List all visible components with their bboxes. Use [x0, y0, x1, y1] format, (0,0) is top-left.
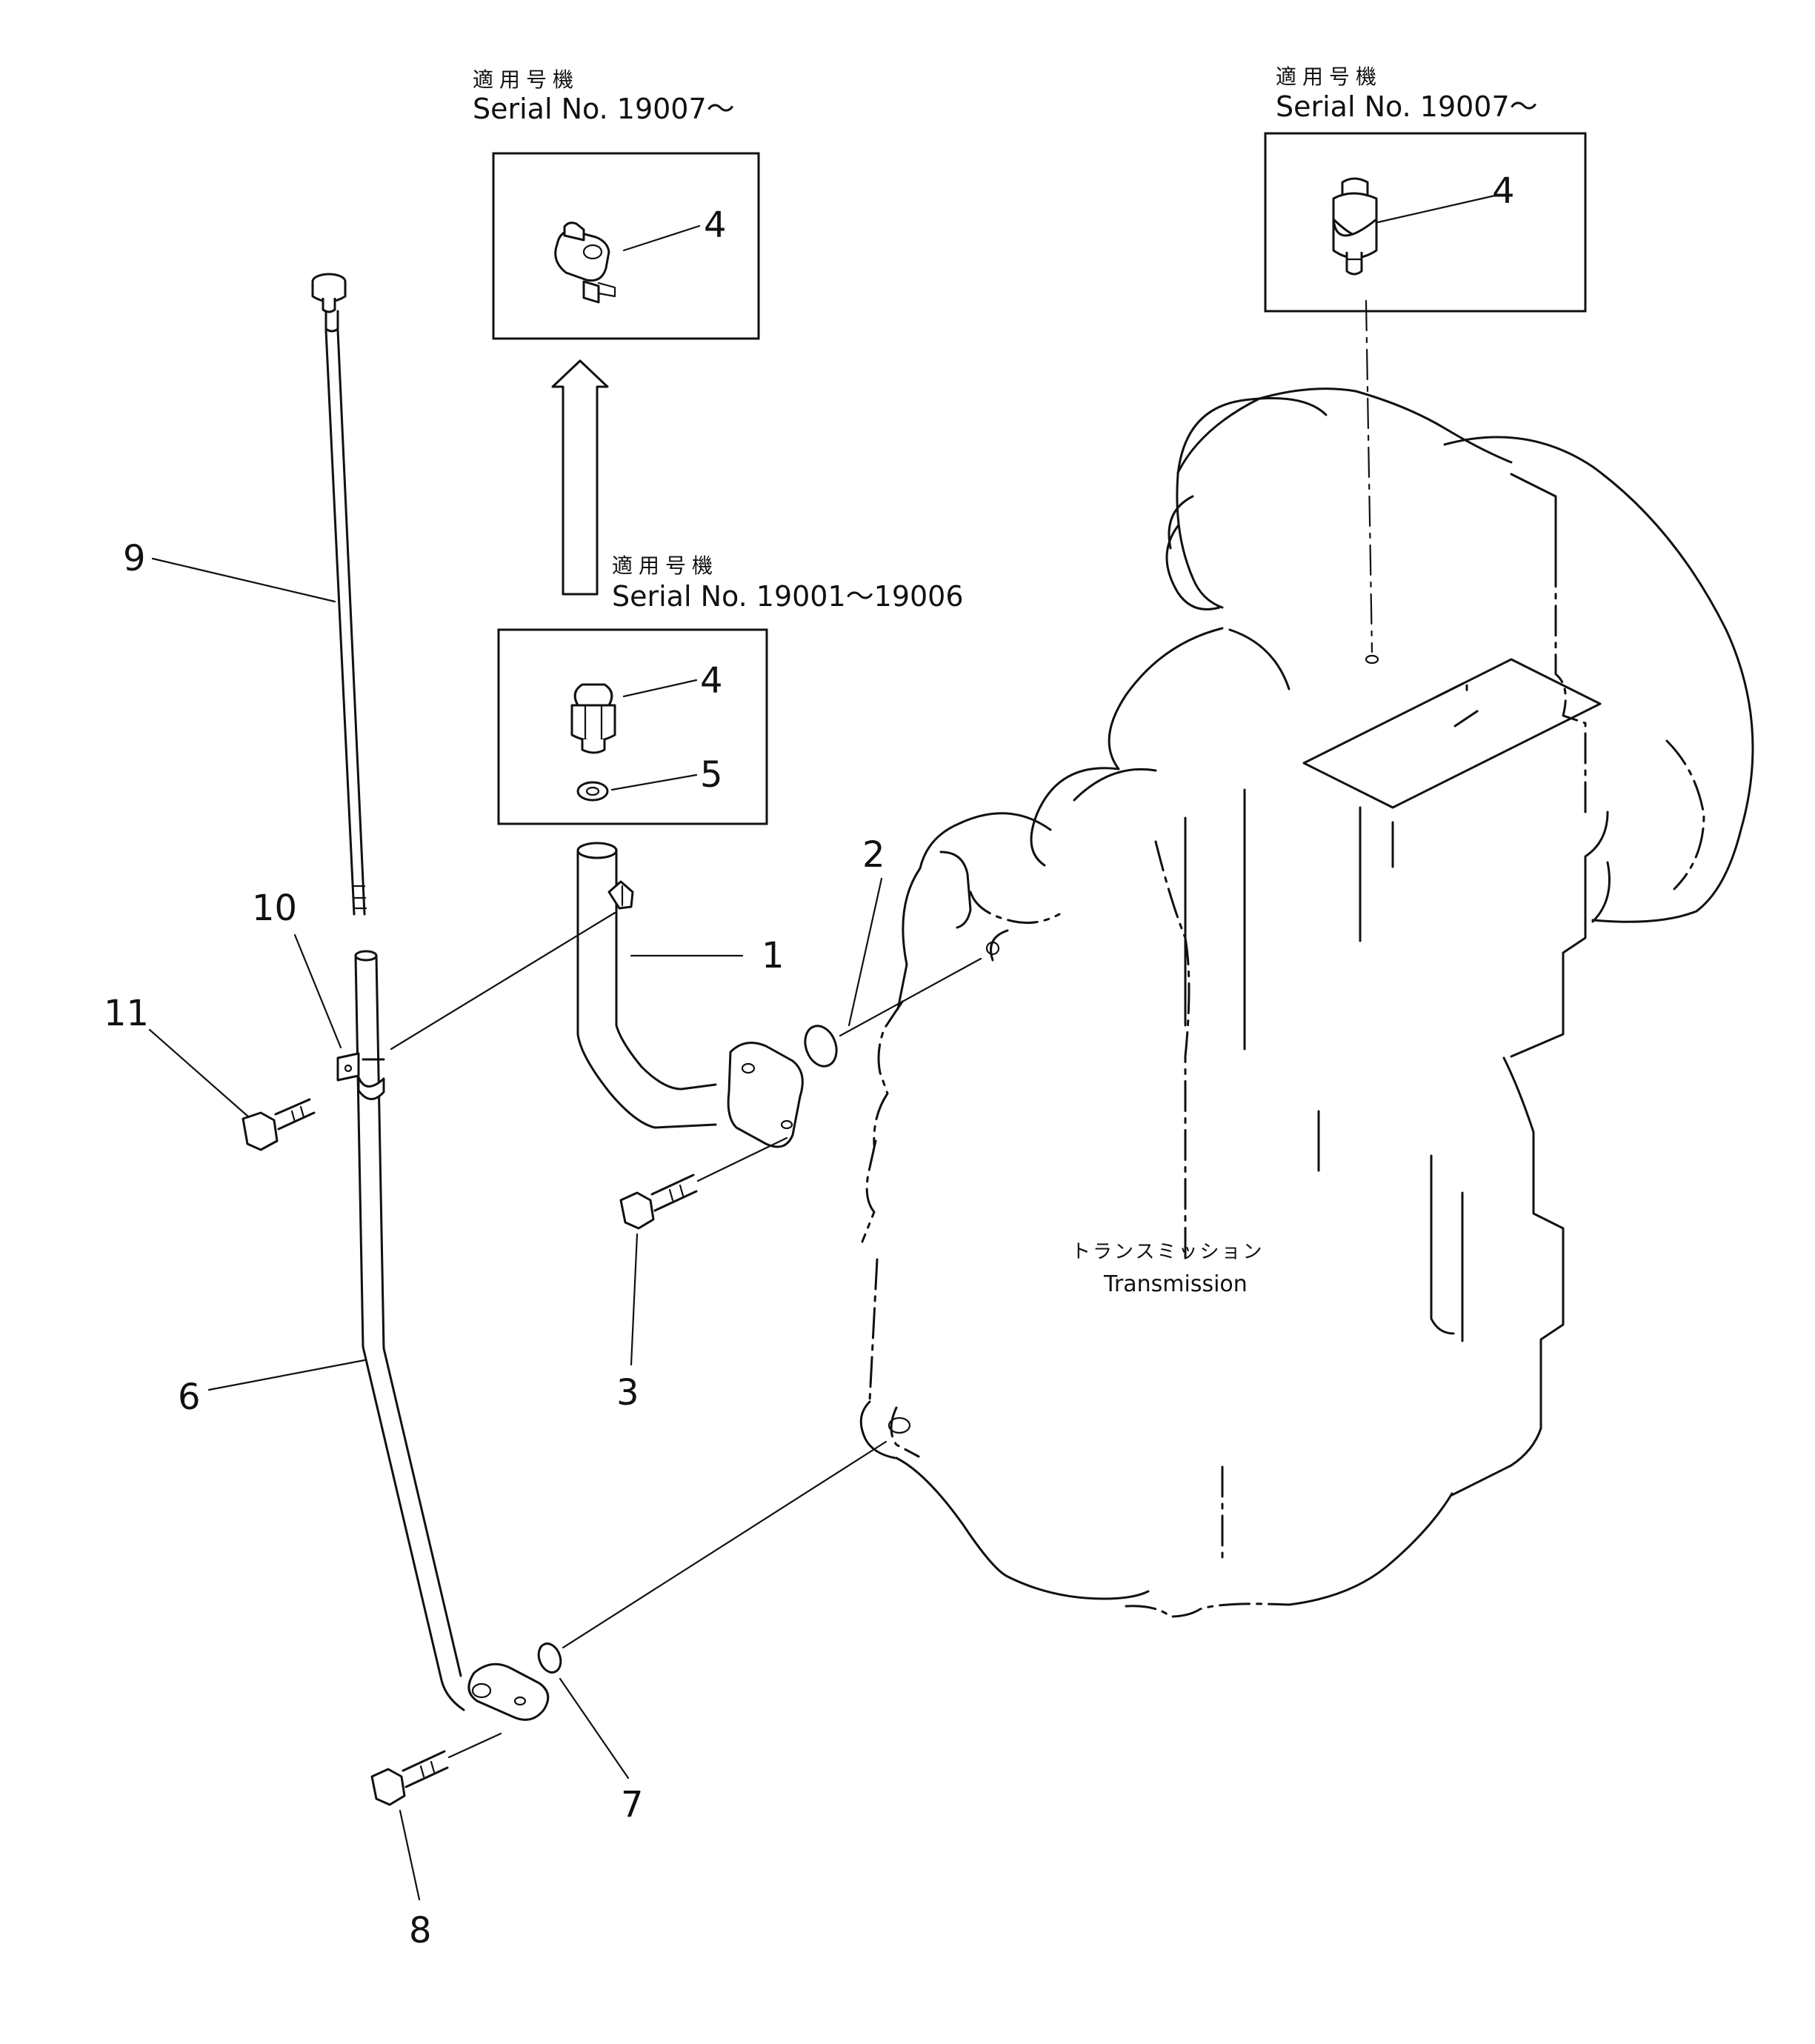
callout-4-middle: 4 [700, 660, 723, 702]
caption-top-left-en: Serial No. 19007～ [473, 93, 735, 125]
callout-10: 10 [252, 888, 297, 929]
callout-11: 11 [104, 993, 149, 1034]
callout-4-top-left: 4 [704, 204, 727, 246]
callout-5: 5 [700, 754, 723, 796]
washer-5-drawing [576, 781, 609, 802]
inset-top-right: 適用号機 Serial No. 19007～ 4 [1264, 64, 1587, 313]
caption-middle-en: Serial No. 19001～19006 [612, 580, 964, 613]
callout-2: 2 [862, 834, 885, 876]
inset-middle: 適用号機 Serial No. 19001～19006 4 5 [497, 553, 964, 825]
callout-1: 1 [762, 935, 785, 976]
transmission-label-jp: トランスミッション [1071, 1241, 1264, 1263]
transmission-body: トランスミッション Transmission [859, 299, 1754, 1618]
callout-4-top-right: 4 [1492, 170, 1515, 212]
callout-9: 9 [123, 538, 146, 579]
callout-8: 8 [409, 1910, 432, 1951]
bracket-10 [336, 1052, 385, 1100]
bolt-11: 11 [104, 993, 316, 1151]
callout-7: 7 [621, 1784, 644, 1825]
bolt-3: 3 [616, 1136, 788, 1414]
elbow-fitting-drawing [554, 222, 616, 304]
transmission-label-en: Transmission [1103, 1271, 1248, 1297]
filler-pipe-1: 1 [576, 842, 804, 1148]
dipstick-9: 9 [123, 273, 367, 916]
caption-middle-jp: 適用号機 [612, 553, 719, 578]
bolt-8: 8 [370, 1732, 502, 1951]
callout-6: 6 [178, 1376, 201, 1418]
caption-top-left-jp: 適用号機 [473, 67, 579, 92]
upgrade-arrow [551, 359, 609, 596]
guide-tube-6: 6 [178, 950, 550, 1721]
caption-top-right-en: Serial No. 19007～ [1276, 90, 1538, 123]
plug-drawing [570, 683, 616, 754]
o-ring-2: 2 [804, 834, 982, 1068]
inset-top-left: 適用号機 Serial No. 19007～ 4 [473, 67, 760, 340]
caption-top-right-jp: 適用号機 [1276, 64, 1382, 89]
o-ring-7: 7 [537, 1440, 887, 1825]
sensor-fitting-drawing [1332, 177, 1378, 276]
callout-3: 3 [616, 1372, 639, 1414]
